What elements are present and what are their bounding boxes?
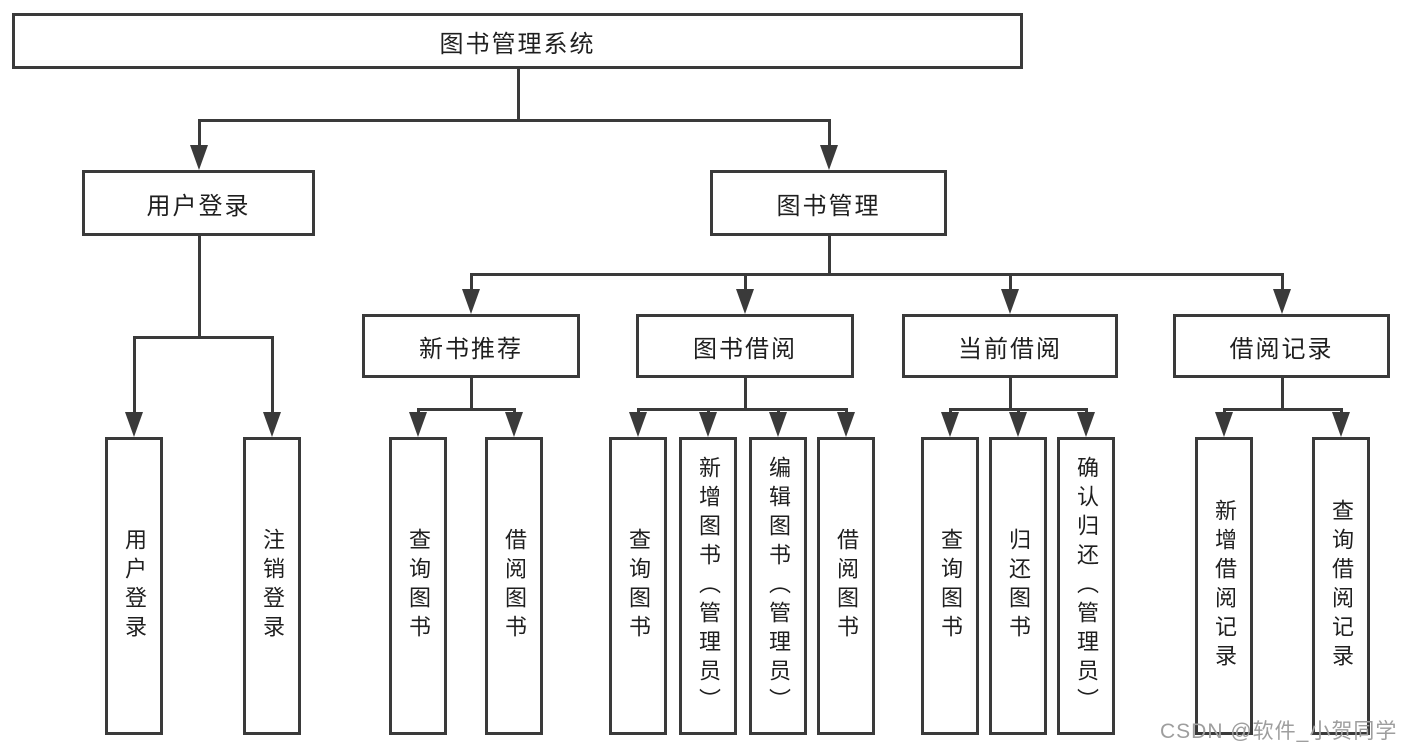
node-user-login: 用户登录	[82, 170, 315, 236]
connector-stem-borrow-to-leaves	[743, 378, 747, 411]
arrowhead-down-icon-newbook-to-leaves-0	[409, 412, 427, 437]
leaf-add-borrow-record: 新增借阅记录	[1195, 437, 1253, 735]
connector-drop-management-to-level3-1	[743, 273, 747, 293]
arrowhead-down-icon-current-to-leaves-2	[1077, 412, 1095, 437]
leaf-label: 借阅图书	[834, 528, 859, 644]
node-current-borrowing: 当前借阅	[902, 314, 1118, 378]
leaf-query-borrow-record: 查询借阅记录	[1312, 437, 1370, 735]
leaf-query-books-current: 查询图书	[921, 437, 979, 735]
connector-stem-root-to-level2	[516, 68, 520, 122]
arrowhead-down-icon-login-to-leaves-1	[263, 412, 281, 437]
arrowhead-down-icon-borrow-to-leaves-3	[837, 412, 855, 437]
connector-bar-management-to-level3	[469, 273, 1284, 276]
arrowhead-down-icon-borrow-to-leaves-0	[629, 412, 647, 437]
leaf-label: 借阅图书	[502, 528, 527, 644]
arrowhead-down-icon-borrow-to-leaves-2	[769, 412, 787, 437]
leaf-label: 归还图书	[1006, 528, 1031, 644]
node-book-management: 图书管理	[710, 170, 947, 236]
node-label: 图书借阅	[693, 335, 797, 363]
arrowhead-down-icon-record-to-leaves-1	[1332, 412, 1350, 437]
node-new-book-recommendation: 新书推荐	[362, 314, 580, 378]
arrowhead-down-icon-current-to-leaves-1	[1009, 412, 1027, 437]
leaf-label: 确认归还（管理员）	[1074, 455, 1099, 717]
leaf-label: 用户登录	[122, 528, 147, 644]
leaf-label: 查询图书	[626, 528, 651, 644]
node-label: 用户登录	[146, 192, 251, 220]
csdn-watermark: CSDN @软件_小贺同学	[1160, 720, 1398, 743]
connector-drop-root-to-level2-1	[827, 119, 831, 149]
arrowhead-down-icon-management-to-level3-1	[736, 289, 754, 314]
leaf-edit-books-admin: 编辑图书（管理员）	[749, 437, 807, 735]
node-label: 新书推荐	[419, 335, 523, 363]
connector-bar-record-to-leaves	[1222, 408, 1343, 411]
node-library-management-system: 图书管理系统	[12, 13, 1023, 69]
leaf-borrow-books: 借阅图书	[817, 437, 875, 735]
leaf-logout: 注销登录	[243, 437, 301, 735]
connector-stem-management-to-level3	[827, 236, 831, 276]
leaf-query-books-borrow: 查询图书	[609, 437, 667, 735]
leaf-label: 注销登录	[260, 528, 285, 644]
node-label: 图书管理	[776, 192, 881, 220]
leaf-label: 查询图书	[938, 528, 963, 644]
arrowhead-down-icon-management-to-level3-3	[1273, 289, 1291, 314]
arrowhead-down-icon-newbook-to-leaves-1	[505, 412, 523, 437]
leaf-label: 查询图书	[406, 528, 431, 644]
leaf-return-books: 归还图书	[989, 437, 1047, 735]
connector-drop-management-to-level3-3	[1280, 273, 1284, 293]
connector-drop-login-to-leaves-1	[270, 336, 274, 416]
arrowhead-down-icon-record-to-leaves-0	[1215, 412, 1233, 437]
node-label: 借阅记录	[1229, 335, 1334, 363]
node-label: 图书管理系统	[439, 30, 596, 58]
connector-drop-management-to-level3-0	[469, 273, 473, 293]
connector-drop-management-to-level3-2	[1008, 273, 1012, 293]
connector-drop-login-to-leaves-0	[132, 336, 136, 416]
connector-bar-borrow-to-leaves	[636, 408, 848, 411]
connector-bar-root-to-level2	[197, 119, 831, 122]
node-label: 当前借阅	[958, 335, 1062, 363]
leaf-label: 新增图书（管理员）	[696, 455, 721, 717]
leaf-label: 编辑图书（管理员）	[766, 455, 791, 717]
leaf-query-books-newbook: 查询图书	[389, 437, 447, 735]
arrowhead-down-icon-current-to-leaves-0	[941, 412, 959, 437]
leaf-user-login: 用户登录	[105, 437, 163, 735]
connector-stem-record-to-leaves	[1280, 378, 1284, 411]
connector-bar-login-to-leaves	[132, 336, 274, 339]
leaf-confirm-return-admin: 确认归还（管理员）	[1057, 437, 1115, 735]
arrowhead-down-icon-management-to-level3-2	[1001, 289, 1019, 314]
arrowhead-down-icon-login-to-leaves-0	[125, 412, 143, 437]
node-book-borrowing: 图书借阅	[636, 314, 854, 378]
arrowhead-down-icon-root-to-level2-1	[820, 145, 838, 170]
connector-bar-newbook-to-leaves	[416, 408, 516, 411]
leaf-borrow-books-newbook: 借阅图书	[485, 437, 543, 735]
leaf-add-books-admin: 新增图书（管理员）	[679, 437, 737, 735]
connector-stem-login-to-leaves	[197, 236, 201, 339]
connector-stem-newbook-to-leaves	[469, 378, 473, 411]
leaf-label: 查询借阅记录	[1329, 499, 1354, 673]
leaf-label: 新增借阅记录	[1212, 499, 1237, 673]
arrowhead-down-icon-root-to-level2-0	[190, 145, 208, 170]
arrowhead-down-icon-borrow-to-leaves-1	[699, 412, 717, 437]
arrowhead-down-icon-management-to-level3-0	[462, 289, 480, 314]
connector-drop-root-to-level2-0	[197, 119, 201, 149]
node-borrow-records: 借阅记录	[1173, 314, 1390, 378]
connector-stem-current-to-leaves	[1008, 378, 1012, 411]
